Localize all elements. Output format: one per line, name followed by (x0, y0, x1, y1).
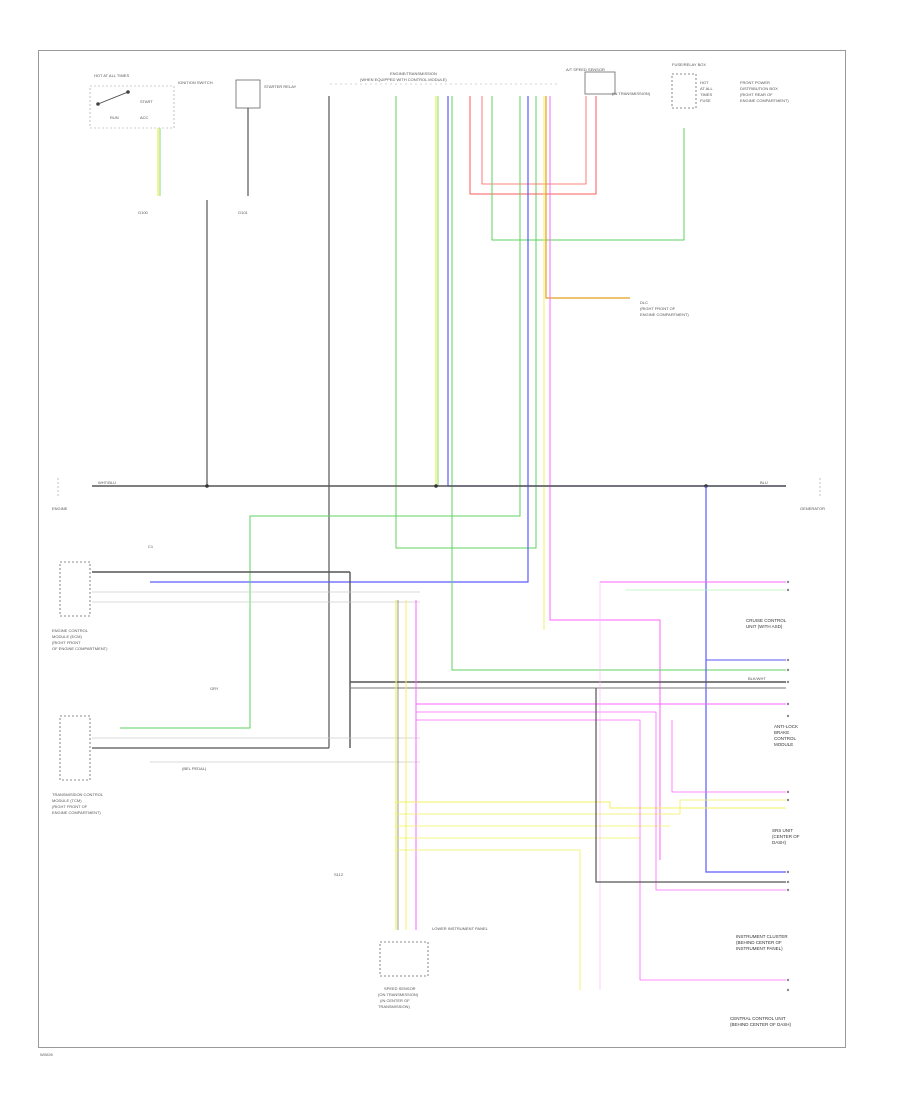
at-speed-sensor: A/T SPEED SENSOR (IN TRANSMISSION) (566, 67, 651, 96)
right-conn-wire-label: BLK/WHT (748, 676, 766, 681)
fuse-box-line2: AT ALL (700, 86, 714, 91)
srs-line3: DASH) (772, 840, 787, 845)
sensor-line4: TRANSMISSION) (378, 1004, 410, 1009)
ground-note-label: LOWER INSTRUMENT PANEL (432, 926, 489, 931)
fuse-box-label: FUSE/RELAY BOX (672, 62, 706, 67)
ecm-line3: (RIGHT FRONT (52, 640, 81, 645)
srs-line2: (CENTER OF (772, 834, 800, 839)
ecm-line4: OF ENGINE COMPARTMENT) (52, 646, 108, 651)
splice-bottom-label: S112 (334, 872, 344, 877)
central-line2: (BEHIND CENTER OF DASH) (730, 1022, 792, 1027)
tcm-line4: ENGINE COMPARTMENT) (52, 810, 101, 815)
central-control-unit: CENTRAL CONTROL UNIT (BEHIND CENTER OF D… (730, 1016, 792, 1027)
fuse-right-line4: ENGINE COMPARTMENT) (740, 98, 789, 103)
fuse-relay-box: FUSE/RELAY BOX HOT AT ALL TIMES FUSE FRO… (671, 62, 789, 109)
at-switch-label: A/T SPEED SENSOR (566, 67, 605, 72)
ecm-connector-label: C1 (148, 544, 154, 549)
ignition-switch-label: IGNITION SWITCH (178, 80, 213, 85)
cruise-line2: UNIT (WITH ASD) (746, 624, 783, 629)
footer-code: W0026 (40, 1052, 53, 1057)
gray-wire-label: GRY (210, 686, 219, 691)
ignition-switch: HOT AT ALL TIMES IGNITION SWITCH START R… (89, 73, 213, 129)
starter-relay-label: STARTER RELAY (264, 84, 297, 89)
fuse-right-line1: FRONT POWER (740, 80, 770, 85)
ignition-switch-box (89, 85, 175, 129)
tcm-line1: TRANSMISSION CONTROL (52, 792, 104, 797)
ecm-header-line1: ENGINE/TRANSMISSION (390, 71, 437, 76)
fuse-right-line3: (RIGHT REAR OF (740, 92, 773, 97)
diagram-frame (38, 50, 846, 1048)
abs-line2: BRAKE (774, 730, 789, 735)
speed-sensor: SPEED SENSOR (ON TRANSMISSION) (IN CENTE… (334, 872, 489, 1009)
abs-line1: ANTI-LOCK (774, 724, 798, 729)
instr-line3: INSTRUMENT PANEL) (736, 946, 783, 951)
right-connector-pins (786, 580, 790, 992)
bus-blue-label: BLU (760, 480, 768, 485)
instrument-cluster: INSTRUMENT CLUSTER (BEHIND CENTER OF INS… (736, 934, 788, 951)
junction-line3: ENGINE COMPARTMENT) (640, 312, 689, 317)
abs-control-module: ANTI-LOCK BRAKE CONTROL MODULE (774, 724, 798, 747)
srs-line1: SRS UNIT (772, 828, 793, 833)
starter-relay: STARTER RELAY (235, 79, 297, 109)
pos-start: START (140, 99, 153, 104)
pos-acc: ACC (140, 115, 149, 120)
ecm-line2: MODULE (ECM) (52, 634, 82, 639)
ecm-header-line2: (WHEN EQUIPPED WITH CONTROL MODULE) (360, 77, 447, 82)
ecm-header-connector: ENGINE/TRANSMISSION (WHEN EQUIPPED WITH … (330, 71, 560, 85)
abs-line3: CONTROL (774, 736, 796, 741)
transmission-control-module: TRANSMISSION CONTROL MODULE (TCM) (RIGHT… (52, 715, 207, 815)
at-switch-sub: (IN TRANSMISSION) (612, 91, 651, 96)
fuse-box-line1: HOT (700, 80, 709, 85)
fuse-right-line2: DISTRIBUTION BOX (740, 86, 778, 91)
bus-wire-label: WHT/BLU (98, 480, 116, 485)
ignition-title: HOT AT ALL TIMES (94, 73, 129, 78)
engine-control-module: C1 ENGINE CONTROL MODULE (ECM) (RIGHT FR… (52, 544, 154, 651)
engine-ground-label: ENGINE (52, 506, 68, 511)
tcm-ref-label: (BEL PEDAL) (182, 766, 207, 771)
junction-line1: DLC (640, 300, 648, 305)
sensor-line2: (ON TRANSMISSION) (378, 992, 419, 997)
ecm-line1: ENGINE CONTROL (52, 628, 89, 633)
sensor-line3: (IN CENTER OF (380, 998, 410, 1003)
dlc-junction: DLC (RIGHT FRONT OF ENGINE COMPARTMENT) (640, 300, 689, 317)
ground-g100-label: G100 (138, 210, 149, 215)
srs-unit: SRS UNIT (CENTER OF DASH) (772, 828, 800, 845)
tcm-line2: MODULE (TCM) (52, 798, 82, 803)
abs-line4: MODULE (774, 742, 793, 747)
sensor-line1: SPEED SENSOR (384, 986, 416, 991)
instr-line2: (BEHIND CENTER OF (736, 940, 782, 945)
generator-ground-label: GENERATOR (800, 506, 825, 511)
central-line1: CENTRAL CONTROL UNIT (730, 1016, 786, 1021)
instr-line1: INSTRUMENT CLUSTER (736, 934, 788, 939)
tcm-line3: (RIGHT FRONT OF (52, 804, 88, 809)
ground-g101-label: G101 (238, 210, 249, 215)
cruise-line1: CRUISE CONTROL (746, 618, 787, 623)
fuse-box-line4: FUSE (700, 98, 711, 103)
pos-run: RUN (110, 115, 119, 120)
fuse-box-line3: TIMES (700, 92, 713, 97)
junction-line2: (RIGHT FRONT OF (640, 306, 676, 311)
cruise-control-unit: CRUISE CONTROL UNIT (WITH ASD) (746, 618, 787, 629)
